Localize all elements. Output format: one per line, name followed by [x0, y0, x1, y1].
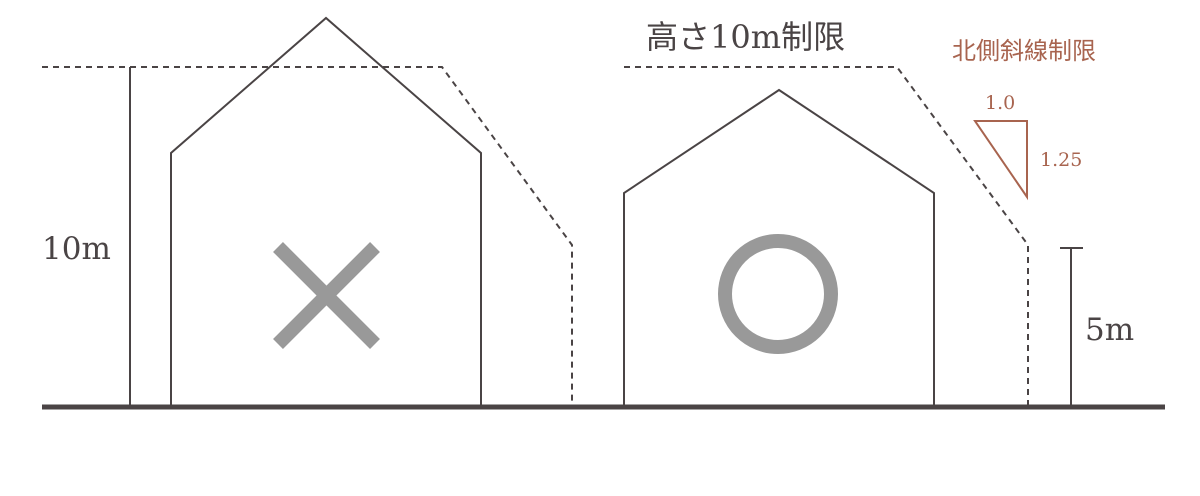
slope-ratio-horizontal: 1.0 — [985, 92, 1015, 114]
north-slope-dashed-line — [624, 66, 1029, 407]
slope-ratio-vertical: 1.25 — [1040, 149, 1082, 171]
house-right — [623, 88, 935, 407]
cross-mark-icon — [273, 242, 380, 349]
title-height-limit: 高さ10m制限 — [646, 18, 845, 56]
house-left — [170, 16, 482, 407]
slope-ratio-triangle — [973, 120, 1028, 201]
north-slope-title: 北側斜線制限 — [952, 37, 1096, 65]
height-limit-dashed-line-left — [42, 66, 573, 407]
label-5m: 5m — [1085, 312, 1134, 348]
circle-mark-icon — [718, 234, 838, 354]
label-10m: 10m — [42, 231, 111, 267]
